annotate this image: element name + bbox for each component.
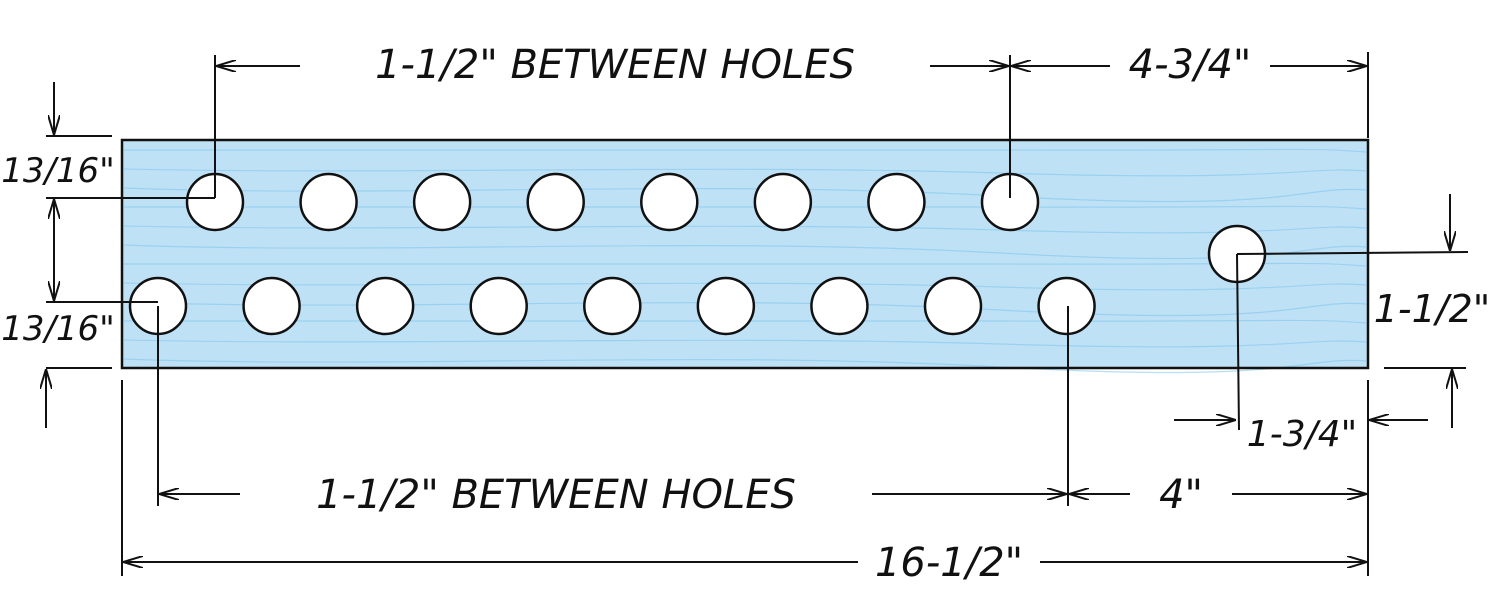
hole-bottom-row: [242, 276, 301, 336]
dimension-lines: [46, 66, 1452, 562]
label-right-small: 1-3/4": [1247, 414, 1357, 455]
grain-line: [123, 244, 1367, 260]
label-left-top: 13/16": [1, 151, 115, 191]
hole-top-row: [867, 172, 926, 232]
hole-bottom-row: [1037, 276, 1096, 336]
board: [120, 138, 1370, 374]
label-right-height: 1-1/2": [1374, 287, 1491, 331]
hole-bottom-row: [810, 276, 869, 336]
hole-bottom-row: [696, 276, 756, 336]
grain-line: [123, 282, 1367, 291]
extension-lines: [46, 52, 1469, 576]
hole-bottom-row: [469, 276, 528, 336]
hole-bottom-row: [923, 276, 983, 336]
grain-line: [123, 225, 1367, 234]
board-face: [122, 140, 1368, 368]
hole-bottom-row: [583, 276, 642, 336]
label-top-spacing: 1-1/2" BETWEEN HOLES: [375, 42, 855, 88]
hole-top-row: [526, 172, 585, 232]
hole-top-row: [640, 172, 699, 232]
label-left-bottom: 13/16": [1, 309, 115, 349]
ext-right-hole: [1236, 251, 1469, 255]
hole-top-row: [412, 172, 472, 232]
grain-line: [123, 358, 1367, 374]
label-bottom-spacing: 1-1/2" BETWEEN HOLES: [316, 472, 796, 518]
label-bottom-right: 4": [1159, 472, 1203, 518]
ext-right-hole-down: [1236, 253, 1240, 431]
hole-bottom-row: [355, 276, 415, 336]
board-outline: [120, 138, 1370, 370]
dimension-labels: 1-1/2" BETWEEN HOLES 4-3/4" 13/16" 13/16…: [1, 42, 1490, 586]
holes: [128, 172, 1267, 336]
label-overall: 16-1/2": [875, 540, 1023, 586]
grain-line: [123, 168, 1367, 177]
label-top-right: 4-3/4": [1129, 42, 1252, 88]
grain-line: [123, 301, 1367, 317]
hole-top-row: [753, 172, 813, 232]
grain-line: [123, 339, 1367, 348]
hole-top-row: [299, 172, 358, 232]
